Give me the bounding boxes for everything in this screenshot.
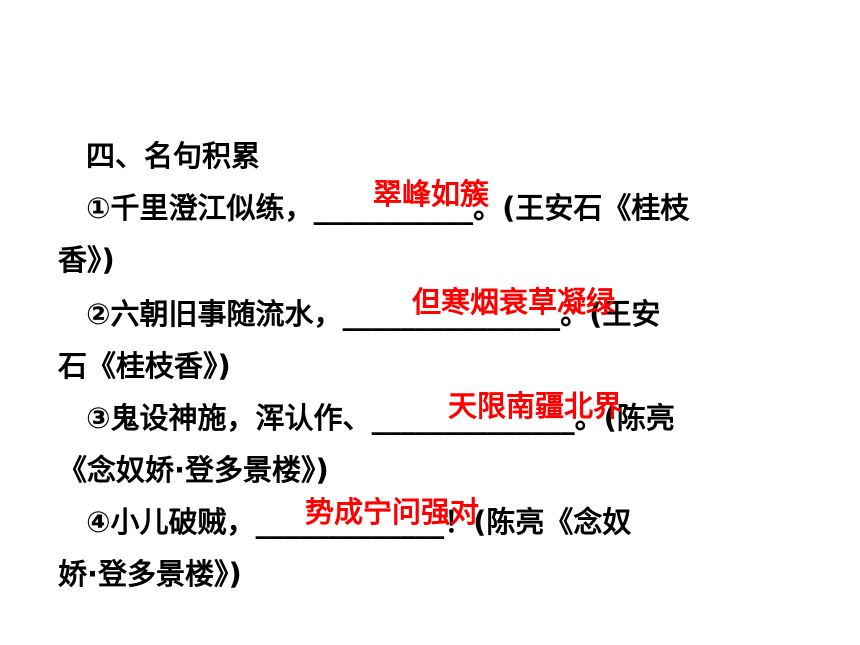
item-3-answer: 天限南疆北界 [448,389,623,423]
item-1-suffix: 。(王安石《桂枝 [473,191,690,225]
item-2-answer: 但寒烟衰草凝绿 [412,285,616,319]
item-4-blank: _____________ [255,505,445,539]
item-2-line-1: ②六朝旧事随流水，_______________。(王安 [86,294,660,334]
item-3-suffix: 。(陈亮 [574,401,675,435]
item-4-suffix: ！(陈亮《念奴 [444,505,632,539]
item-2-prefix: ②六朝旧事随流水， [86,297,343,331]
item-3-prefix: ③鬼设神施，浑认作、 [86,401,372,435]
item-1-line-1: ①千里澄江似练，___________。(王安石《桂枝 [86,188,689,228]
item-1-line-2: 香》) [58,243,115,277]
item-4-line-1: ④小儿破贼，_____________！(陈亮《念奴 [86,502,631,542]
item-1-prefix: ①千里澄江似练， [86,191,314,225]
section-title: 四、名句积累 [86,139,261,173]
item-3-blank: ______________ [371,401,575,435]
item-1-answer: 翠峰如簇 [373,177,490,211]
item-4-line-2: 娇·登多景楼》) [58,557,242,591]
item-3-line-2: 《念奴娇·登多景楼》) [58,453,329,487]
item-2-line-2: 石《桂枝香》) [58,349,231,383]
item-4-prefix: ④小儿破贼， [86,505,256,539]
item-2-suffix: 。(王安 [560,297,661,331]
item-1-blank: ___________ [313,191,474,225]
item-3-line-1: ③鬼设神施，浑认作、______________。(陈亮 [86,398,675,438]
item-4-answer: 势成宁问强对 [305,495,480,529]
item-2-blank: _______________ [342,297,561,331]
